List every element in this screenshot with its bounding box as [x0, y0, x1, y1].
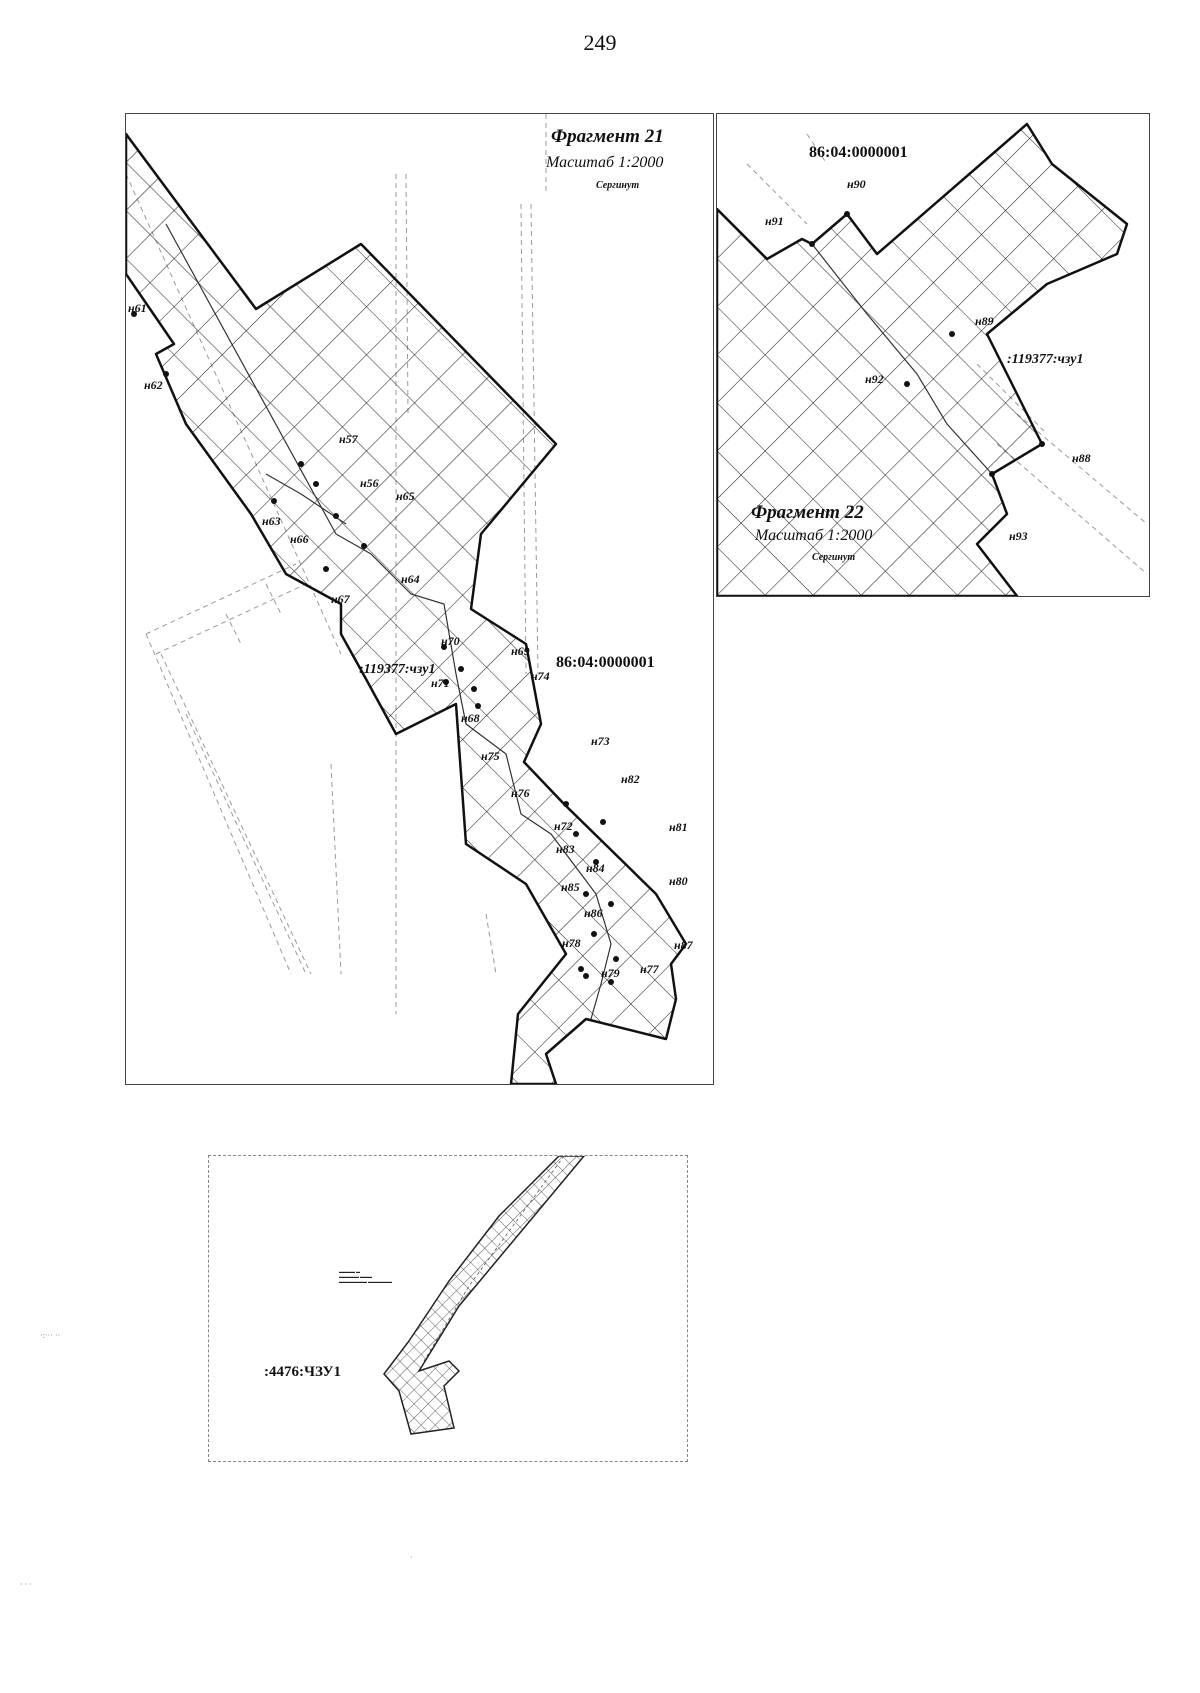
- point-label: н91: [765, 214, 784, 228]
- point-label: н61: [128, 301, 147, 315]
- fragment-22-land-unit: :119377:чзу1: [1007, 352, 1084, 367]
- point-label: н78: [562, 936, 581, 950]
- parcel-21-outline: [126, 132, 688, 1084]
- point-label: н74: [531, 669, 550, 683]
- fragment-22-map: 86:04:0000001 н90 н91 н89 :119377:чзу1 н…: [716, 113, 1150, 597]
- fragment-22-locality: Сергинут: [812, 552, 856, 563]
- boundary-points: [131, 311, 619, 985]
- point-label: н65: [396, 489, 415, 503]
- overview-corridor: [383, 1155, 586, 1435]
- fragment-21-scale: Масштаб 1:2000: [546, 154, 664, 171]
- point-label: н92: [865, 372, 884, 386]
- overview-drawing: [383, 1155, 586, 1435]
- fragment-21-map: Фрагмент 21 Масштаб 1:2000 Сергинут 86:0…: [125, 113, 714, 1085]
- fragment-22-title: Фрагмент 22: [751, 502, 864, 523]
- scan-noise: ·: [410, 1553, 413, 1562]
- point-label: н73: [591, 734, 610, 748]
- fragment-22-cadastral-quarter: 86:04:0000001: [809, 144, 908, 161]
- point-label: н80: [669, 874, 688, 888]
- point-label: н71: [431, 676, 450, 690]
- point-label: н87: [674, 938, 693, 952]
- fragment-22-drawing: [717, 122, 1148, 596]
- inner-boundary: [165, 223, 612, 1020]
- fragment-21-locality: Сергинут: [596, 180, 640, 191]
- scan-noise: ·:··· ··: [40, 1331, 61, 1340]
- fragment-21-drawing: [126, 114, 688, 1084]
- point-label: н68: [461, 711, 480, 725]
- fragment-22-scale: Масштаб 1:2000: [755, 527, 873, 544]
- point-label: н89: [975, 314, 994, 328]
- overview-map: ▬▬▬▬ ▬▬▬▬▬▬ ▬▬▬▬▬▬▬▬▬▬ ▬▬▬▬▬▬ :4476:ЧЗУ1: [208, 1155, 688, 1462]
- overview-land-unit: :4476:ЧЗУ1: [264, 1364, 342, 1380]
- scan-noise: · · ·: [20, 1580, 32, 1589]
- point-label: н86: [584, 906, 603, 920]
- point-label: н75: [481, 749, 500, 763]
- point-label: н88: [1072, 451, 1091, 465]
- point-label: н90: [847, 177, 866, 191]
- inner-boundary: [811, 243, 993, 475]
- point-label: н84: [586, 861, 605, 875]
- page-number: 249: [583, 30, 617, 55]
- point-label: н63: [262, 514, 281, 528]
- point-label: н76: [511, 786, 530, 800]
- point-label: н57: [339, 432, 358, 446]
- point-label: н79: [601, 966, 620, 980]
- point-label: н69: [511, 644, 530, 658]
- fragment-21-title: Фрагмент 21: [551, 126, 664, 147]
- point-label: н77: [640, 962, 659, 976]
- point-label: н82: [621, 772, 640, 786]
- point-label: н81: [669, 820, 688, 834]
- fragment-21-cadastral-quarter: 86:04:0000001: [556, 654, 655, 671]
- point-label: н64: [401, 572, 420, 586]
- parcel-22-outline: [717, 122, 1129, 596]
- point-label: н67: [331, 592, 350, 606]
- point-label: н62: [144, 378, 163, 392]
- point-label: н93: [1009, 529, 1028, 543]
- fragment-21-land-unit: :119377:чзу1: [359, 662, 436, 677]
- point-label: н56: [360, 476, 379, 490]
- boundary-points: [809, 211, 1045, 477]
- point-label: н66: [290, 532, 309, 546]
- point-label: н83: [556, 842, 575, 856]
- point-label: н72: [554, 819, 573, 833]
- point-label: н85: [561, 880, 580, 894]
- overview-legend: ▬▬▬▬ ▬▬▬▬▬▬ ▬▬▬▬▬▬▬▬▬▬ ▬▬▬▬▬▬: [339, 1269, 392, 1284]
- point-label: н70: [441, 634, 460, 648]
